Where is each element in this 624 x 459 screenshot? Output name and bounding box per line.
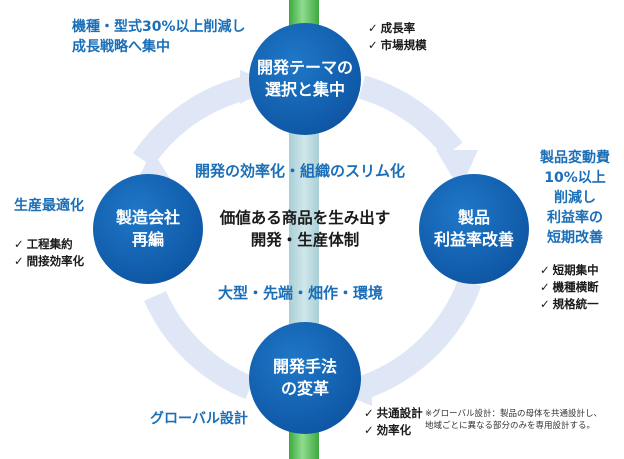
right-note-line: 製品変動費 bbox=[540, 150, 610, 166]
check-item: 短期集中 bbox=[540, 262, 599, 279]
check-item: 効率化 bbox=[364, 422, 423, 439]
top-left-note: 機種・型式30%以上削減し 成長戦略へ集中 bbox=[72, 17, 246, 57]
axis-label-top: 開発の効率化・組織のスリム化 bbox=[195, 162, 406, 180]
bottom-node-label: 開発手法 の変革 bbox=[249, 356, 361, 400]
center-line1: 価値ある商品を生み出す bbox=[219, 209, 391, 227]
check-item: 工程集約 bbox=[14, 236, 84, 253]
right-checklist: 短期集中 機種横断 規格統一 bbox=[540, 262, 599, 313]
left-checklist: 工程集約 間接効率化 bbox=[14, 236, 85, 270]
top-node-label: 開発テーマの 選択と集中 bbox=[249, 57, 361, 101]
top-node-line1: 開発テーマの bbox=[256, 58, 353, 77]
bottom-checklist: 共通設計 効率化 bbox=[364, 405, 423, 439]
bottom-node-line1: 開発手法 bbox=[272, 357, 337, 376]
arc-bottom-left bbox=[144, 290, 255, 400]
ring-arrows bbox=[133, 75, 482, 400]
left-node-line1: 製造会社 bbox=[115, 208, 180, 227]
arc-top-right bbox=[358, 75, 463, 158]
bottom-left-note: グローバル設計 bbox=[150, 411, 248, 427]
arc-bottom-right bbox=[357, 277, 482, 400]
right-note-line: 10%以上 bbox=[544, 170, 606, 186]
top-right-checklist: 成長率 市場規模 bbox=[368, 20, 427, 54]
right-node-line2: 利益率改善 bbox=[433, 230, 514, 249]
right-note-line: 利益率の bbox=[547, 210, 603, 226]
center-label: 価値ある商品を生み出す 開発・生産体制 bbox=[205, 207, 405, 251]
top-node-line2: 選択と集中 bbox=[264, 80, 345, 99]
check-item: 規格統一 bbox=[540, 296, 599, 313]
top-left-note-line2: 成長戦略へ集中 bbox=[72, 39, 170, 55]
footnote: ※グローバル設計：製品の母体を共通設計し、 地域ごとに異なる部分のみを専用設計す… bbox=[425, 408, 602, 432]
arc-top-left bbox=[133, 75, 253, 167]
circle-top bbox=[249, 23, 361, 135]
check-item: 市場規模 bbox=[368, 37, 427, 54]
arrowhead-right bbox=[436, 150, 478, 190]
right-note-line: 削減し bbox=[554, 190, 596, 206]
circle-bottom bbox=[249, 322, 361, 434]
circle-left bbox=[93, 174, 203, 284]
top-left-note-line1: 機種・型式30%以上削減し bbox=[72, 19, 246, 35]
circle-right bbox=[419, 174, 529, 284]
left-node-label: 製造会社 再編 bbox=[93, 207, 203, 251]
bottom-node-line2: の変革 bbox=[280, 379, 329, 398]
right-note: 製品変動費 10%以上 削減し 利益率の 短期改善 bbox=[536, 148, 614, 248]
right-note-line: 短期改善 bbox=[547, 230, 603, 246]
check-item: 機種横断 bbox=[540, 279, 599, 296]
footnote-line1: ※グローバル設計：製品の母体を共通設計し、 bbox=[425, 409, 603, 419]
footnote-line2: 地域ごとに異なる部分のみを専用設計する。 bbox=[425, 421, 596, 431]
check-item: 共通設計 bbox=[364, 405, 423, 422]
check-item: 成長率 bbox=[368, 20, 427, 37]
right-node-label: 製品 利益率改善 bbox=[419, 207, 529, 251]
check-item: 間接効率化 bbox=[14, 253, 85, 270]
right-node-line1: 製品 bbox=[457, 208, 490, 227]
left-node-line2: 再編 bbox=[131, 230, 164, 249]
left-note: 生産最適化 bbox=[14, 198, 84, 214]
center-line2: 開発・生産体制 bbox=[250, 231, 360, 249]
axis-label-bottom: 大型・先端・畑作・環境 bbox=[218, 284, 384, 302]
